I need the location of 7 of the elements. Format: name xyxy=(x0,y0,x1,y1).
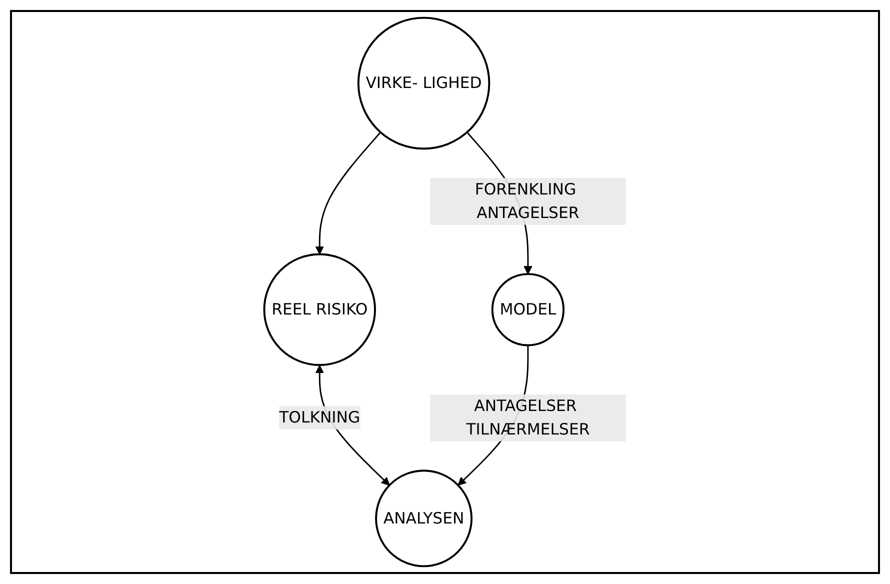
circle-node: ANALYSEN xyxy=(375,470,473,568)
circle-node: MODEL xyxy=(491,273,565,346)
circle-node: VIRKE- LIGHED xyxy=(357,16,490,150)
edge-label: TOLKNING xyxy=(279,406,360,430)
edge-label: ANTAGELSER TILNÆRMELSER xyxy=(430,394,626,442)
circle-node: REEL RISIKO xyxy=(263,253,376,366)
edge-label: FORENKLING ANTAGELSER xyxy=(430,178,626,225)
